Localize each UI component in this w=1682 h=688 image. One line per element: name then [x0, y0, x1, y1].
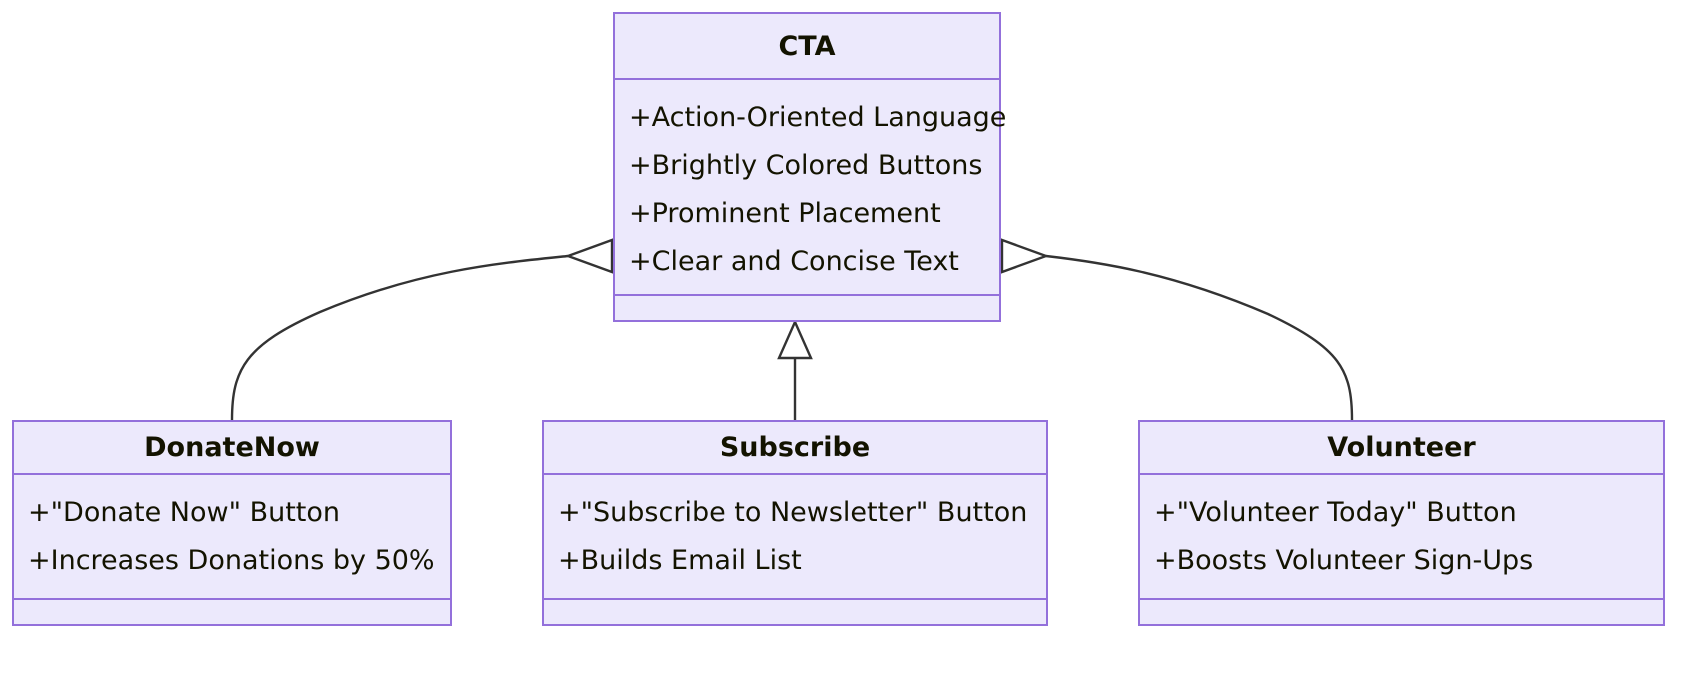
class-methods-subscribe — [544, 600, 1046, 624]
class-methods-donatenow — [14, 600, 450, 624]
class-methods-volunteer — [1140, 600, 1663, 624]
attribute-row: +"Subscribe to Newsletter" Button — [558, 497, 1028, 529]
class-methods-cta — [615, 296, 999, 320]
class-attributes-subscribe: +"Subscribe to Newsletter" Button +Build… — [544, 475, 1046, 600]
class-node-volunteer[interactable]: Volunteer +"Volunteer Today" Button +Boo… — [1138, 420, 1665, 626]
attribute-row: +Increases Donations by 50% — [28, 545, 435, 577]
class-attributes-cta: +Action-Oriented Language +Brightly Colo… — [615, 80, 1007, 296]
edge-subscribe-to-cta — [777, 319, 813, 420]
generalization-arrowhead-icon — [1000, 238, 1050, 274]
attribute-row: +Clear and Concise Text — [629, 246, 959, 277]
attribute-row: +Builds Email List — [558, 545, 802, 577]
class-attributes-volunteer: +"Volunteer Today" Button +Boosts Volunt… — [1140, 475, 1663, 600]
attribute-row: +"Volunteer Today" Button — [1154, 497, 1517, 529]
class-title-volunteer: Volunteer — [1140, 422, 1663, 476]
edge-donatenow-to-cta — [230, 238, 614, 421]
attribute-row: +Prominent Placement — [629, 198, 941, 229]
class-attributes-donatenow: +"Donate Now" Button +Increases Donation… — [14, 475, 450, 600]
class-node-donatenow[interactable]: DonateNow +"Donate Now" Button +Increase… — [12, 420, 452, 626]
attribute-row: +Action-Oriented Language — [629, 102, 1007, 133]
class-title-cta: CTA — [615, 14, 999, 80]
class-node-subscribe[interactable]: Subscribe +"Subscribe to Newsletter" But… — [542, 420, 1048, 626]
class-node-cta[interactable]: CTA +Action-Oriented Language +Brightly … — [613, 12, 1007, 322]
class-title-donatenow: DonateNow — [14, 422, 450, 476]
generalization-arrowhead-icon — [564, 238, 614, 274]
attribute-row: +Boosts Volunteer Sign-Ups — [1154, 545, 1534, 577]
generalization-arrowhead-icon — [777, 319, 813, 360]
attribute-row: +Brightly Colored Buttons — [629, 150, 983, 181]
edge-volunteer-to-cta — [1000, 238, 1354, 421]
attribute-row: +"Donate Now" Button — [28, 497, 341, 529]
class-title-subscribe: Subscribe — [544, 422, 1046, 476]
